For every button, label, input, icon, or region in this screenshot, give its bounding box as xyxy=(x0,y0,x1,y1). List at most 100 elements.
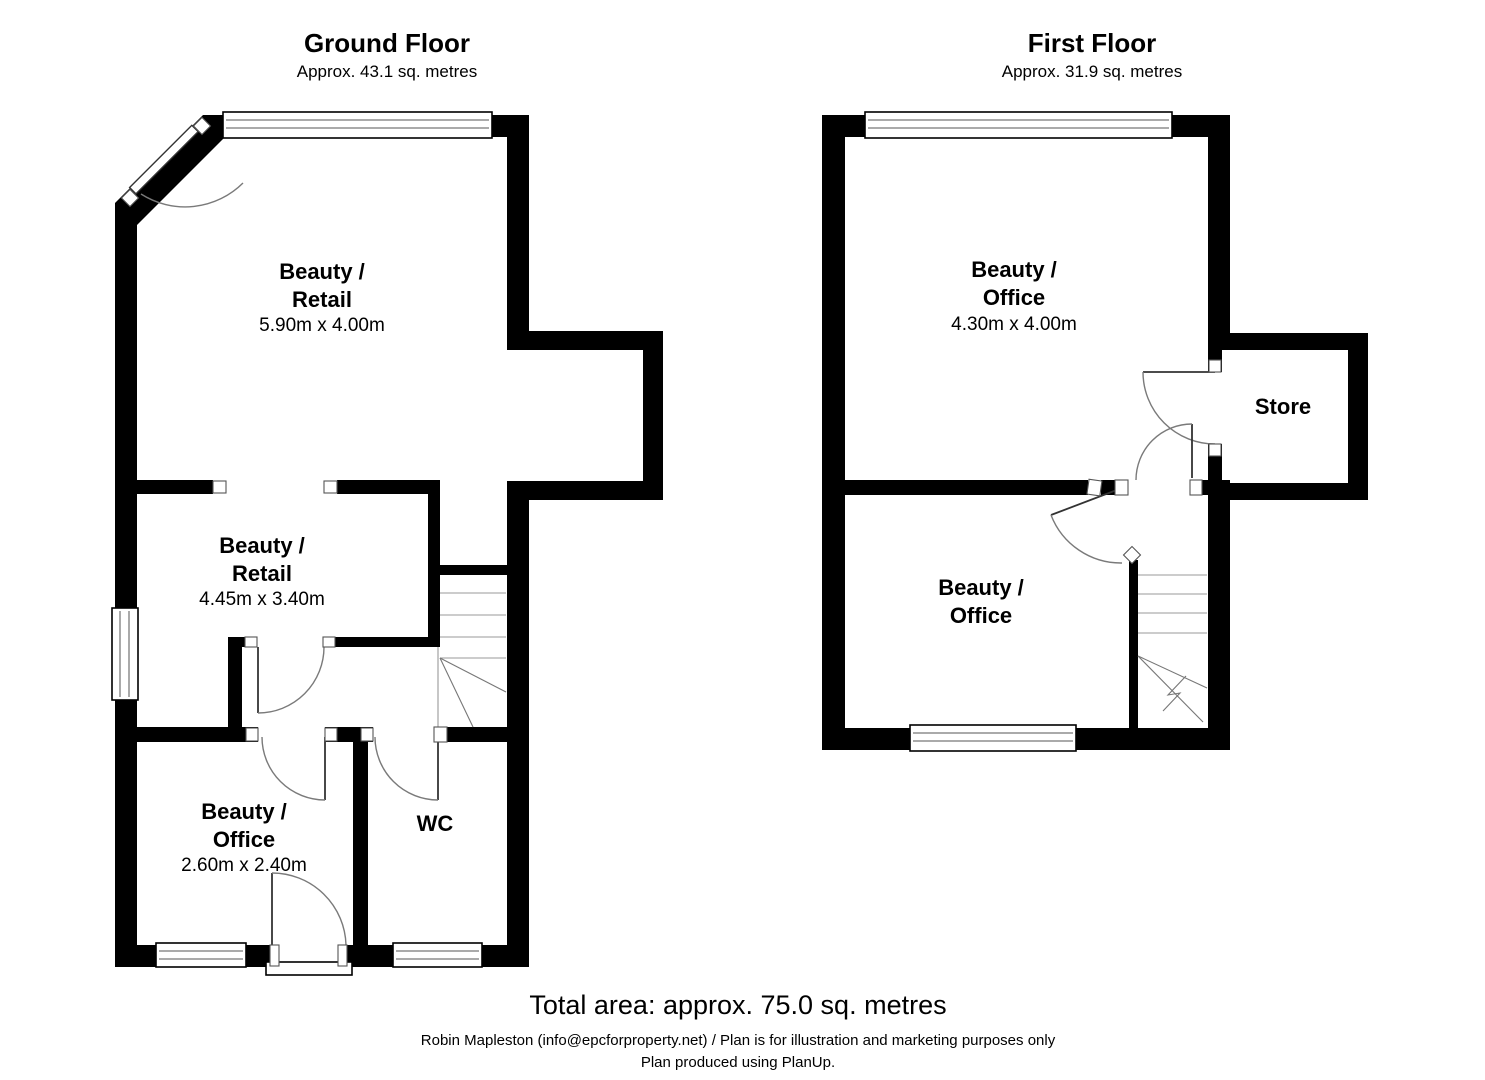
door-jamb xyxy=(323,480,338,494)
entrance-door-arc xyxy=(140,182,244,208)
window xyxy=(155,942,247,968)
door-jamb xyxy=(244,636,258,648)
wall-segment xyxy=(1208,333,1368,350)
room-label-retail-back: Beauty / Retail 4.45m x 3.40m xyxy=(199,533,325,610)
door-jamb xyxy=(1208,443,1222,457)
room-name-line: Office xyxy=(213,827,275,852)
ground-floor-plan: Ground Floor Approx. 43.1 sq. metres Bea… xyxy=(111,28,663,976)
wall-segment xyxy=(228,637,257,647)
gf-jambs xyxy=(120,116,448,967)
door-jamb xyxy=(245,727,259,742)
room-name-line: Beauty / xyxy=(279,259,365,284)
ff-jambs xyxy=(1086,359,1222,565)
front-door-arc xyxy=(271,872,347,946)
wall-chamfer xyxy=(115,115,225,225)
door-jamb xyxy=(337,944,348,967)
wall-segment xyxy=(507,331,663,350)
room-dimensions: 4.45m x 3.40m xyxy=(199,589,325,610)
credit-text: Robin Mapleston (info@epcforproperty.net… xyxy=(421,1032,1056,1049)
gf-doors xyxy=(128,124,439,946)
door-arc xyxy=(257,646,325,714)
wall-segment xyxy=(353,742,368,945)
room-label-office-front: Beauty / Office 4.30m x 4.00m xyxy=(951,257,1077,335)
entrance-door-leaf xyxy=(128,124,200,195)
wall-segment xyxy=(228,637,242,737)
gf-walls xyxy=(115,115,663,967)
stair-winder xyxy=(439,657,474,728)
room-name-line: Beauty / xyxy=(938,575,1024,600)
wall-segment xyxy=(428,480,440,647)
window xyxy=(111,607,139,701)
stair-winder xyxy=(1137,655,1208,689)
ground-floor-title: Ground Floor xyxy=(304,28,470,58)
door-jamb xyxy=(360,727,374,742)
door-jamb xyxy=(324,727,338,742)
room-label-wc: WC xyxy=(417,811,454,836)
store-door-arc xyxy=(1142,371,1216,445)
ff-stairs xyxy=(1137,574,1208,723)
wall-segment xyxy=(436,565,507,575)
door-leaf xyxy=(1050,487,1123,516)
window xyxy=(392,942,483,968)
door-jamb xyxy=(1086,478,1103,497)
wall-segment xyxy=(507,481,529,967)
door-jamb xyxy=(1114,479,1129,496)
wall-segment xyxy=(507,481,663,500)
total-area-text: Total area: approx. 75.0 sq. metres xyxy=(529,990,946,1020)
door-jamb xyxy=(192,116,212,136)
room-name-line: Office xyxy=(983,285,1045,310)
room-label-office-gf: Beauty / Office 2.60m x 2.40m xyxy=(181,799,307,876)
ff-doors xyxy=(1050,371,1216,564)
door-arc xyxy=(261,736,326,801)
ff-walls xyxy=(822,115,1368,750)
wall-segment xyxy=(1129,560,1138,728)
first-floor-area: Approx. 31.9 sq. metres xyxy=(1002,62,1182,81)
door-arc xyxy=(1050,514,1123,564)
front-door-threshold xyxy=(265,961,353,976)
window xyxy=(222,111,493,139)
door-jamb xyxy=(1208,359,1222,373)
door-jamb xyxy=(1122,545,1142,565)
stair-winder xyxy=(439,657,507,693)
window xyxy=(909,724,1077,752)
room-label-store: Store xyxy=(1255,394,1311,419)
wall-segment xyxy=(137,727,258,742)
door-jamb xyxy=(322,636,336,648)
ground-floor-area: Approx. 43.1 sq. metres xyxy=(297,62,477,81)
room-name-line: Beauty / xyxy=(971,257,1057,282)
window xyxy=(864,111,1173,139)
stair-winder xyxy=(1137,655,1204,723)
door-jamb xyxy=(269,944,280,967)
stair-direction-arrow xyxy=(1162,675,1187,712)
footer: Total area: approx. 75.0 sq. metres Robi… xyxy=(421,990,1056,1071)
room-name-line: Office xyxy=(950,603,1012,628)
wall-segment xyxy=(845,480,1088,495)
door-jamb xyxy=(120,188,140,208)
wall-segment xyxy=(115,203,137,967)
first-floor-title: First Floor xyxy=(1028,28,1157,58)
wall-segment xyxy=(1208,483,1230,750)
room-dimensions: 5.90m x 4.00m xyxy=(259,315,385,336)
room-label-office-back: Beauty / Office xyxy=(938,575,1024,628)
wall-segment xyxy=(1202,480,1230,495)
wall-segment xyxy=(337,480,438,494)
door-arc xyxy=(374,736,439,801)
ff-windows xyxy=(864,111,1173,752)
wall-segment xyxy=(1208,483,1368,500)
room-name-line: Beauty / xyxy=(219,533,305,558)
room-label-retail-front: Beauty / Retail 5.90m x 4.00m xyxy=(259,259,385,336)
gf-stairs xyxy=(437,592,507,728)
produced-with-text: Plan produced using PlanUp. xyxy=(641,1054,835,1071)
door-arc xyxy=(1135,423,1193,481)
gf-windows xyxy=(111,111,493,968)
wall-segment xyxy=(1208,115,1230,333)
door-jamb xyxy=(1189,479,1203,496)
wall-segment xyxy=(643,331,663,500)
room-name-line: Retail xyxy=(232,561,292,586)
wall-segment xyxy=(1348,333,1368,500)
room-dimensions: 2.60m x 2.40m xyxy=(181,855,307,876)
room-dimensions: 4.30m x 4.00m xyxy=(951,314,1077,335)
room-name-line: Beauty / xyxy=(201,799,287,824)
